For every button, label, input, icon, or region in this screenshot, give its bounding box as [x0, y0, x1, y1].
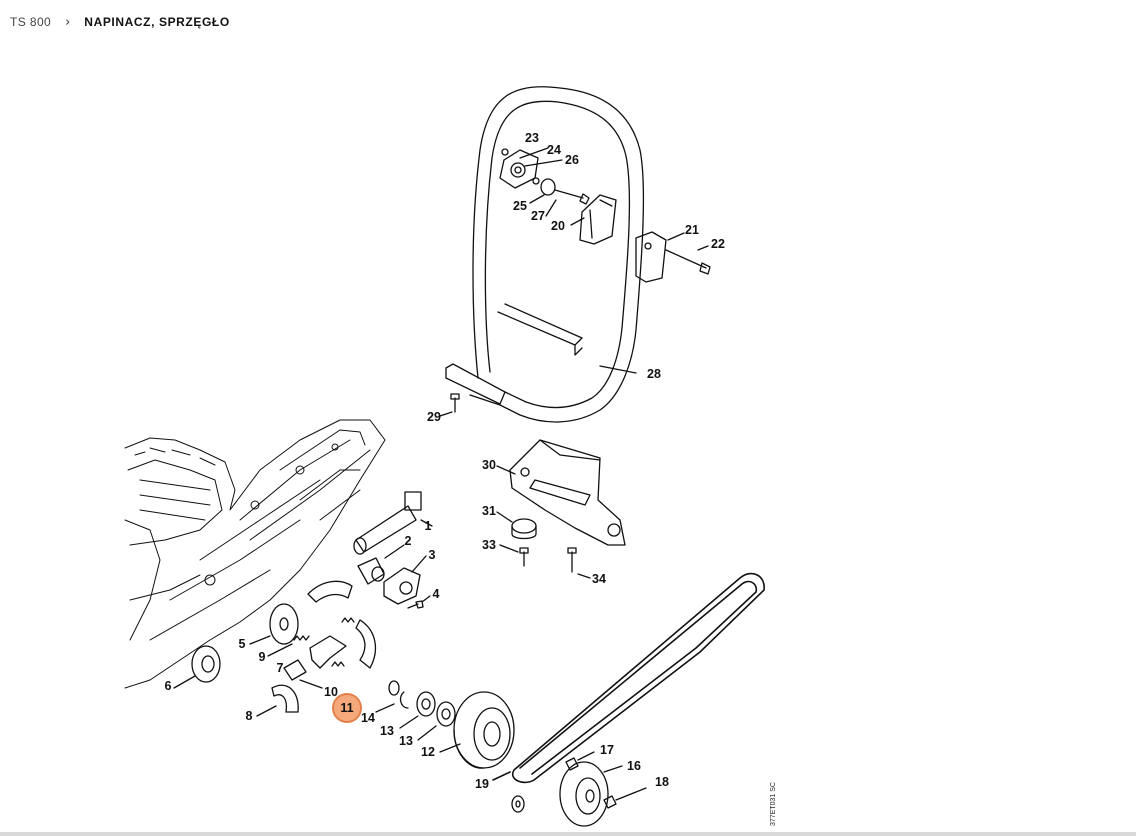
handle-bar-part: [445, 86, 645, 423]
clamp-part: [635, 231, 711, 283]
pump-bracket-part: [383, 555, 427, 605]
callout-33[interactable]: 33: [482, 538, 496, 552]
callout-5[interactable]: 5: [238, 637, 246, 651]
screw-part: [439, 393, 460, 417]
callout-29[interactable]: 29: [427, 410, 441, 424]
bush-part: [357, 544, 405, 585]
bearing-part: [399, 691, 456, 741]
page-title: NAPINACZ, SPRZĘGŁO: [84, 15, 230, 29]
callout-4[interactable]: 4: [432, 587, 440, 601]
diagram-reference-code: 377ET031 SC: [770, 782, 777, 826]
callout-27[interactable]: 27: [531, 209, 545, 223]
diagram-drawing: [124, 86, 765, 827]
nut-part: [511, 751, 647, 813]
callout-30[interactable]: 30: [482, 458, 496, 472]
exploded-parts-diagram: 1 2 3 4 5 6 7 8 9 10 11 12 13 13 14 16 1…: [0, 40, 1136, 836]
callout-13a[interactable]: 13: [380, 724, 394, 738]
tensioner-part: [496, 439, 626, 546]
callout-6[interactable]: 6: [164, 679, 172, 693]
callout-18[interactable]: 18: [655, 775, 669, 789]
callout-1[interactable]: 1: [424, 519, 432, 533]
callout-11-highlighted[interactable]: 11: [332, 693, 362, 723]
callout-22[interactable]: 22: [711, 237, 725, 251]
clutch-drum-part: [439, 691, 515, 769]
callout-14[interactable]: 14: [361, 711, 375, 725]
spring-part: [267, 617, 355, 667]
callout-3[interactable]: 3: [428, 548, 436, 562]
callout-28[interactable]: 28: [647, 367, 661, 381]
callout-12[interactable]: 12: [421, 745, 435, 759]
chevron-right-icon: ›: [65, 14, 71, 30]
callout-9[interactable]: 9: [258, 650, 266, 664]
callout-2[interactable]: 2: [404, 534, 412, 548]
sleeve-part: [353, 491, 433, 555]
breadcrumb-parent-link[interactable]: TS 800: [10, 15, 52, 29]
screw-4-part: [407, 595, 431, 609]
callout-31[interactable]: 31: [482, 504, 496, 518]
callout-20[interactable]: 20: [551, 219, 565, 233]
callout-23[interactable]: 23: [525, 131, 539, 145]
damper-part: [496, 511, 537, 540]
callout-26[interactable]: 26: [565, 153, 579, 167]
bottom-divider: [0, 832, 1136, 836]
rubber-buffer-part: [529, 177, 590, 217]
washer-part: [173, 645, 221, 689]
callout-7[interactable]: 7: [276, 661, 284, 675]
breadcrumb: TS 800 › NAPINACZ, SPRZĘGŁO: [10, 12, 230, 32]
v-belt-part: [492, 572, 765, 784]
clutch-shoe-part: [256, 580, 377, 717]
washer-14-part: [375, 680, 409, 713]
callout-25[interactable]: 25: [513, 199, 527, 213]
callout-10[interactable]: 10: [324, 685, 338, 699]
callout-19[interactable]: 19: [475, 777, 489, 791]
callout-21[interactable]: 21: [685, 223, 699, 237]
callout-17[interactable]: 17: [600, 743, 614, 757]
guard-plate-part: [570, 194, 617, 245]
engine-housing: [124, 419, 386, 689]
pulley-part: [559, 761, 623, 827]
disc-part: [249, 603, 299, 645]
screws-part: [499, 544, 591, 579]
callout-8[interactable]: 8: [245, 709, 253, 723]
carrier-part: [283, 635, 347, 689]
callout-16[interactable]: 16: [627, 759, 641, 773]
callout-13b[interactable]: 13: [399, 734, 413, 748]
callout-24[interactable]: 24: [547, 143, 561, 157]
callout-34[interactable]: 34: [592, 572, 606, 586]
